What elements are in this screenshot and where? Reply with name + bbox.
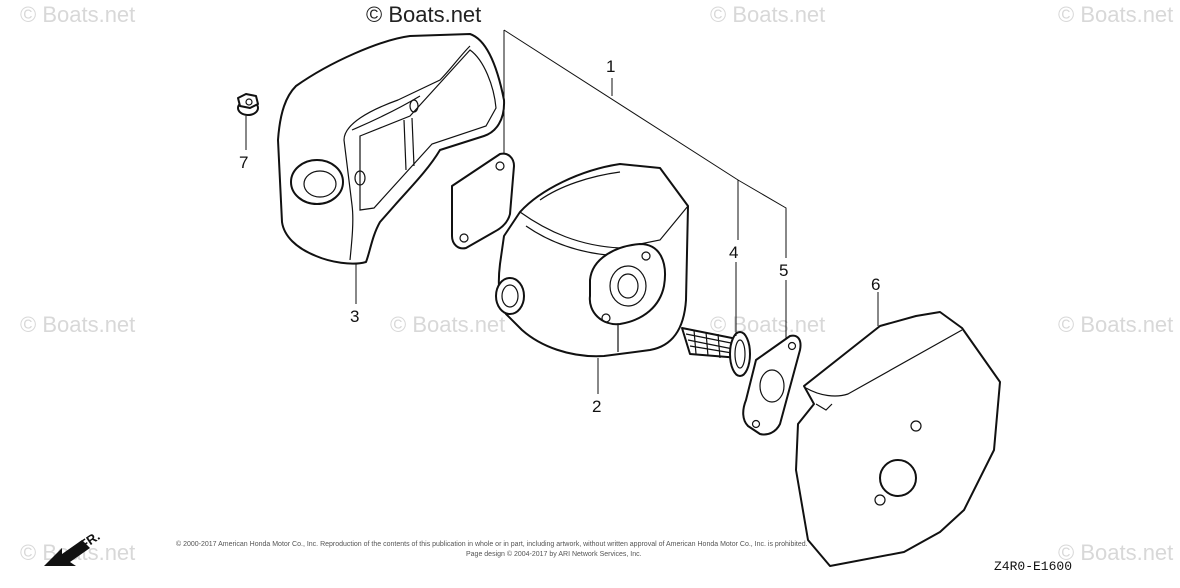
direction-arrow-icon (44, 540, 90, 566)
callout-7[interactable]: 7 (239, 153, 248, 172)
leader-lines (245, 29, 879, 394)
callout-3[interactable]: 3 (350, 307, 359, 326)
part-6-heat-shield[interactable] (795, 311, 1001, 567)
watermark: © Boats.net (20, 2, 135, 27)
watermark: © Boats.net (20, 312, 135, 337)
part-4-spark-arrester[interactable] (681, 327, 751, 377)
watermark: © Boats.net (1058, 540, 1173, 565)
callout-labels: 1 2 3 4 5 6 7 (239, 57, 880, 416)
copyright-line-1: © 2000-2017 American Honda Motor Co., In… (176, 540, 808, 548)
callout-6[interactable]: 6 (871, 275, 880, 294)
muffler-gasket[interactable] (451, 152, 515, 250)
diagram-code: Z4R0-E1600 (994, 559, 1072, 574)
callout-1[interactable]: 1 (606, 57, 615, 76)
watermark: © Boats.net (710, 2, 825, 27)
watermark: © Boats.net (1058, 2, 1173, 27)
watermark-layer: © Boats.net © Boats.net © Boats.net © Bo… (20, 2, 1173, 565)
callout-4[interactable]: 4 (729, 243, 738, 262)
callout-2[interactable]: 2 (592, 397, 601, 416)
watermark: © Boats.net (390, 312, 505, 337)
watermark: © Boats.net (1058, 312, 1173, 337)
part-3-muffler-protector[interactable] (277, 33, 506, 265)
copyright-line-2: Page design © 2004-2017 by ARI Network S… (466, 550, 642, 558)
callout-5[interactable]: 5 (779, 261, 788, 280)
part-5-gasket[interactable] (742, 334, 802, 436)
part-2-muffler[interactable] (495, 163, 689, 358)
header-watermark: © Boats.net (366, 2, 481, 27)
part-7-flange-nut[interactable] (237, 93, 259, 116)
watermark: © Boats.net (710, 312, 825, 337)
